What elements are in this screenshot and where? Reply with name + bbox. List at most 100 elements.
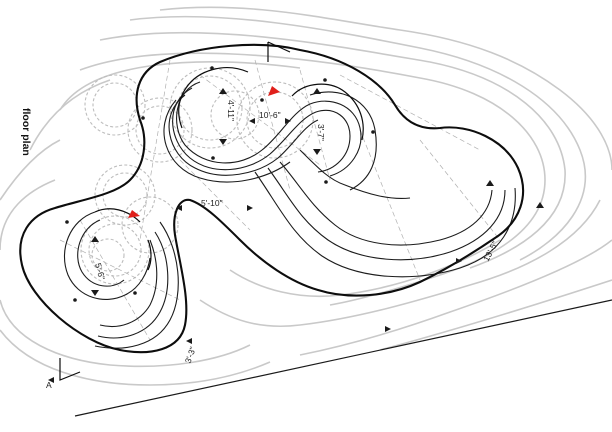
section-arrow	[48, 377, 54, 383]
step-line	[176, 81, 362, 177]
step-line	[97, 231, 169, 339]
node-dot	[211, 156, 215, 160]
step-line	[267, 167, 506, 261]
triangle-marker	[285, 118, 291, 124]
node-dot	[141, 116, 145, 120]
wall-curve	[178, 67, 249, 129]
dimension-label-5-6: 5'-6"	[93, 262, 107, 281]
ghost-circle	[210, 90, 260, 140]
triangle-marker	[247, 205, 253, 211]
upper-steps	[163, 81, 516, 278]
contour-line	[199, 199, 601, 328]
step-line	[279, 161, 493, 246]
ghost-circle	[88, 223, 142, 277]
wall-curve	[94, 208, 141, 223]
terrain-contours	[0, 6, 612, 386]
contour-line	[129, 15, 586, 261]
triangle-marker	[313, 149, 321, 155]
step-line	[64, 211, 151, 300]
ghost-circle	[94, 164, 156, 226]
contour-line	[0, 139, 61, 201]
node-dot	[324, 180, 328, 184]
node-dot	[65, 220, 69, 224]
ghost-circle	[92, 82, 138, 128]
triangle-marker	[176, 205, 182, 211]
axis-line	[419, 139, 501, 241]
section-cut-top	[267, 41, 291, 62]
ghost-circle	[91, 238, 125, 272]
dimension-label-5-10: 5'-10"	[201, 198, 223, 208]
contour-line	[0, 179, 56, 251]
ghost-circle	[121, 196, 179, 254]
axis-line	[59, 239, 181, 301]
triangle-marker	[91, 290, 99, 296]
step-line	[77, 219, 125, 287]
triangle-marker	[456, 258, 462, 264]
dimension-label-10-6: 10'-6"	[259, 110, 281, 120]
axis-line	[79, 219, 151, 341]
contour-line	[299, 239, 612, 356]
building-outline	[19, 43, 525, 354]
contour-line	[0, 329, 271, 386]
contour-line	[379, 279, 612, 351]
red-arrow-marker	[268, 86, 280, 96]
site-boundary-line	[74, 299, 612, 417]
section-cut-line	[59, 358, 81, 381]
step-line	[94, 221, 179, 349]
axis-line	[299, 69, 331, 181]
hidden-circles	[80, 67, 314, 285]
node-dot	[323, 78, 327, 82]
ghost-circle	[169, 67, 251, 149]
triangle-marker	[486, 180, 494, 186]
triangle-marker	[536, 202, 544, 208]
triangle-marker	[219, 139, 227, 145]
step-line	[172, 87, 351, 173]
ghost-circle	[102, 172, 148, 218]
dimension-label-3-7: 3'-7"	[316, 124, 326, 141]
ghost-circle	[246, 91, 304, 149]
contour-line	[99, 31, 566, 269]
ghost-circle	[84, 74, 146, 136]
wall-curve	[291, 83, 364, 141]
node-dot	[73, 298, 77, 302]
node-dots	[65, 66, 375, 302]
ghost-circle	[135, 105, 185, 155]
axis-lines	[59, 59, 501, 341]
step-line	[99, 239, 158, 327]
node-dot	[260, 98, 264, 102]
dimension-label-13-5: 13'-5"	[481, 239, 500, 263]
step-line	[299, 149, 411, 199]
contour-line	[29, 79, 111, 151]
step-line	[168, 94, 319, 176]
axis-line	[179, 159, 251, 231]
contour-line	[159, 6, 612, 171]
triangle-marker	[249, 118, 255, 124]
plan-title: floor plan	[20, 108, 32, 156]
lower-steps	[64, 211, 179, 349]
axis-line	[339, 74, 481, 151]
triangle-markers	[91, 88, 544, 344]
axis-line	[359, 129, 421, 281]
ghost-circle	[236, 81, 314, 159]
triangle-marker	[313, 88, 321, 94]
dimension-label-4-11: 4'-11"	[226, 100, 236, 121]
node-dot	[371, 130, 375, 134]
axis-line	[254, 59, 291, 191]
step-line	[163, 99, 291, 183]
section-cut-line	[267, 41, 291, 62]
red-arrow-marker	[128, 210, 140, 218]
section-cut-bottom	[48, 358, 81, 383]
triangle-marker	[219, 88, 227, 94]
step-line	[254, 171, 516, 278]
triangle-marker	[186, 338, 192, 344]
triangle-marker	[385, 326, 391, 332]
ghost-circle	[127, 97, 193, 163]
wall-curve	[147, 239, 152, 271]
axis-line	[139, 59, 171, 241]
interior-walls	[94, 67, 364, 271]
node-dot	[133, 291, 137, 295]
triangle-marker	[91, 236, 99, 242]
ghost-circle	[80, 215, 150, 285]
section-marker-label: A	[46, 380, 52, 390]
